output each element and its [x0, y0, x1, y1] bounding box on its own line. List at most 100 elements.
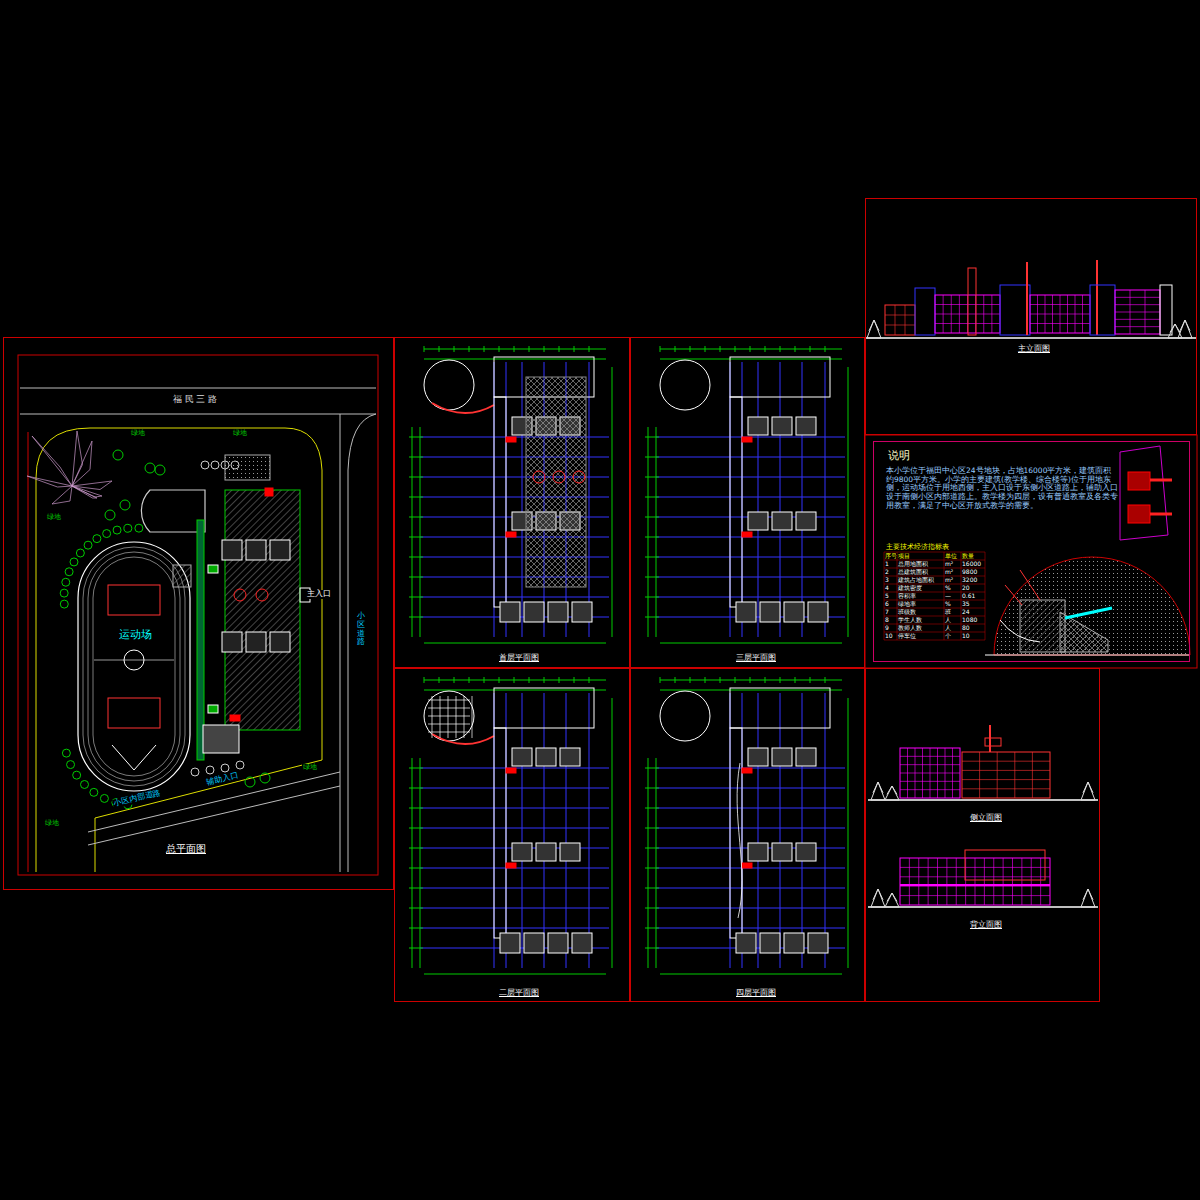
tree — [62, 578, 70, 586]
property-line — [28, 432, 29, 872]
dimension-line — [424, 974, 606, 975]
court-line — [428, 724, 470, 725]
dimension-line — [424, 349, 606, 350]
planting-label: 绿地 — [130, 430, 146, 438]
court-line — [428, 716, 470, 717]
dimension-tick — [645, 828, 659, 829]
curve-line — [737, 763, 742, 918]
table-cell: 5 — [885, 593, 889, 599]
drawing-panel: 总平面图运动场 — [3, 337, 394, 890]
dimension-tick — [529, 346, 530, 352]
track-field: 运动场 — [79, 541, 191, 793]
entry-mark — [208, 705, 218, 713]
road-label: 小区内部道路 — [112, 789, 163, 809]
shrub — [206, 766, 214, 774]
corridor — [494, 397, 506, 607]
flag-pole — [1096, 260, 1098, 335]
dimension-line — [648, 758, 649, 968]
dimension-tick — [409, 908, 423, 909]
tree — [93, 535, 101, 543]
grid-line — [589, 693, 590, 968]
window-line — [962, 779, 1050, 780]
dimension-line — [424, 690, 606, 691]
window-line — [900, 876, 1050, 877]
table-cell: m² — [945, 577, 953, 583]
dimension-tick — [559, 346, 560, 352]
dimension-line — [420, 427, 421, 637]
window-line — [962, 761, 1050, 762]
tree — [100, 794, 108, 802]
panel-title: 侧立面图 — [969, 813, 1003, 822]
classroom-block — [748, 748, 768, 766]
dimension-tick — [645, 888, 659, 889]
stair-block — [784, 933, 804, 953]
tree — [103, 530, 111, 538]
window-line — [885, 315, 915, 316]
section-curve — [1000, 620, 1040, 642]
dimension-tick — [484, 346, 485, 352]
facade-block — [1115, 290, 1160, 334]
table-cell: 班级数 — [898, 609, 916, 615]
running-track — [78, 542, 190, 791]
floor-plan — [645, 677, 848, 974]
dimension-tick — [690, 346, 691, 352]
tree — [105, 510, 115, 520]
main-elevation — [866, 260, 1196, 338]
table-cell: 人 — [945, 617, 951, 623]
window-line — [962, 788, 1050, 789]
classroom-block — [796, 417, 816, 435]
table-cell: m² — [945, 569, 953, 575]
classroom-block — [536, 843, 556, 861]
grid-line — [522, 362, 523, 637]
table-cell: 4 — [885, 585, 889, 591]
dimension-tick — [409, 557, 423, 558]
dimension-tick — [409, 457, 423, 458]
road-name: 福 民 三 路 — [172, 395, 219, 405]
planting-label: 绿地 — [44, 820, 60, 828]
window-line — [1115, 297, 1160, 298]
dimension-tick — [409, 948, 423, 949]
running-track — [93, 557, 175, 776]
table-cell: 20 — [962, 585, 970, 591]
dimension-tick — [780, 346, 781, 352]
grid-line — [656, 497, 845, 498]
table-cell: 35 — [962, 601, 970, 607]
window-line — [900, 895, 1050, 896]
tree-symbol — [1170, 324, 1180, 332]
tree — [76, 549, 84, 557]
table-cell: 8 — [885, 617, 889, 623]
dimension-tick — [795, 677, 796, 683]
road-edge — [348, 414, 376, 872]
road-edge — [20, 388, 376, 389]
grid-line — [544, 693, 545, 968]
dimension-tick — [810, 346, 811, 352]
note-text: 本小学位于福田中心区24号地块，占地16000平方米，建筑面积约9800平方米。… — [885, 467, 1119, 510]
panel-title: 主立面图 — [1017, 344, 1051, 353]
tree-symbol — [885, 786, 899, 800]
dimension-tick — [514, 346, 515, 352]
tree-symbol — [869, 320, 879, 331]
tree — [62, 749, 70, 757]
table-cell: % — [945, 585, 951, 591]
window-line — [1032, 752, 1033, 798]
dimension-tick — [574, 677, 575, 683]
classroom-block — [222, 632, 242, 652]
round-hall — [660, 691, 710, 741]
top-wing — [730, 357, 830, 397]
red-mark — [506, 863, 516, 868]
stair-block — [808, 602, 828, 622]
dimension-tick — [424, 346, 425, 352]
tree — [155, 465, 165, 475]
tree-symbol — [887, 786, 897, 794]
road-edge — [340, 414, 341, 872]
red-mark — [506, 532, 516, 537]
window-line — [1115, 312, 1160, 313]
table-cell: 建筑占地面积 — [898, 577, 934, 583]
red-curve — [432, 403, 494, 413]
dimension-line — [420, 758, 421, 968]
dimension-tick — [645, 848, 659, 849]
window-line — [1030, 304, 1090, 305]
red-block — [1128, 505, 1150, 523]
dimension-line — [656, 427, 657, 637]
stair-block — [572, 602, 592, 622]
